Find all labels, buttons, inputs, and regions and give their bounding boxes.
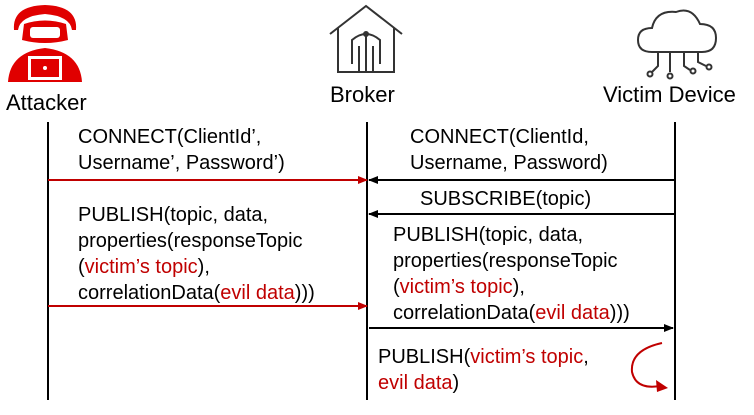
message-broker-publish-line1: PUBLISH(topic, data, <box>393 224 584 246</box>
message-attacker-publish-line4: correlationData(evil data))) <box>78 282 315 304</box>
arrow-victim-self-publish <box>630 342 663 388</box>
actor-label-broker: Broker <box>330 82 395 107</box>
evil-data-highlight: evil data <box>220 282 295 304</box>
message-attacker-connect-line2: Username’, Password’) <box>78 152 285 174</box>
victim-topic-highlight: victim’s topic <box>399 276 513 298</box>
hacker-icon <box>8 5 82 82</box>
message-broker-publish-line3: (victim’s topic), <box>393 276 525 298</box>
message-attacker-publish-line3: (victim’s topic), <box>78 256 210 278</box>
message-attacker-connect-line1: CONNECT(ClientId’, <box>78 126 262 148</box>
router-house-icon <box>329 4 403 73</box>
message-victim-connect-line1: CONNECT(ClientId, <box>410 126 589 148</box>
message-broker-publish-line4: correlationData(evil data))) <box>393 302 630 324</box>
actor-label-victim: Victim Device <box>603 82 736 107</box>
message-victim-publish-line2: evil data) <box>378 372 460 394</box>
victim-topic-highlight: victim’s topic <box>84 256 198 278</box>
message-victim-publish-line1: PUBLISH(victim’s topic, <box>378 346 589 368</box>
message-attacker-publish-line2: properties(responseTopic <box>78 230 303 252</box>
message-victim-connect-line2: Username, Password) <box>410 152 608 174</box>
message-broker-publish-line2: properties(responseTopic <box>393 250 618 272</box>
cloud-iot-icon <box>636 9 718 80</box>
message-victim-subscribe: SUBSCRIBE(topic) <box>420 188 592 210</box>
message-attacker-publish-line1: PUBLISH(topic, data, <box>78 204 269 226</box>
evil-data-highlight: evil data <box>535 302 610 324</box>
actor-label-attacker: Attacker <box>6 90 87 115</box>
evil-data-highlight: evil data <box>378 372 453 394</box>
victim-topic-highlight: victim’s topic <box>470 346 584 368</box>
arrow-victim-self-publish-head <box>656 380 668 392</box>
